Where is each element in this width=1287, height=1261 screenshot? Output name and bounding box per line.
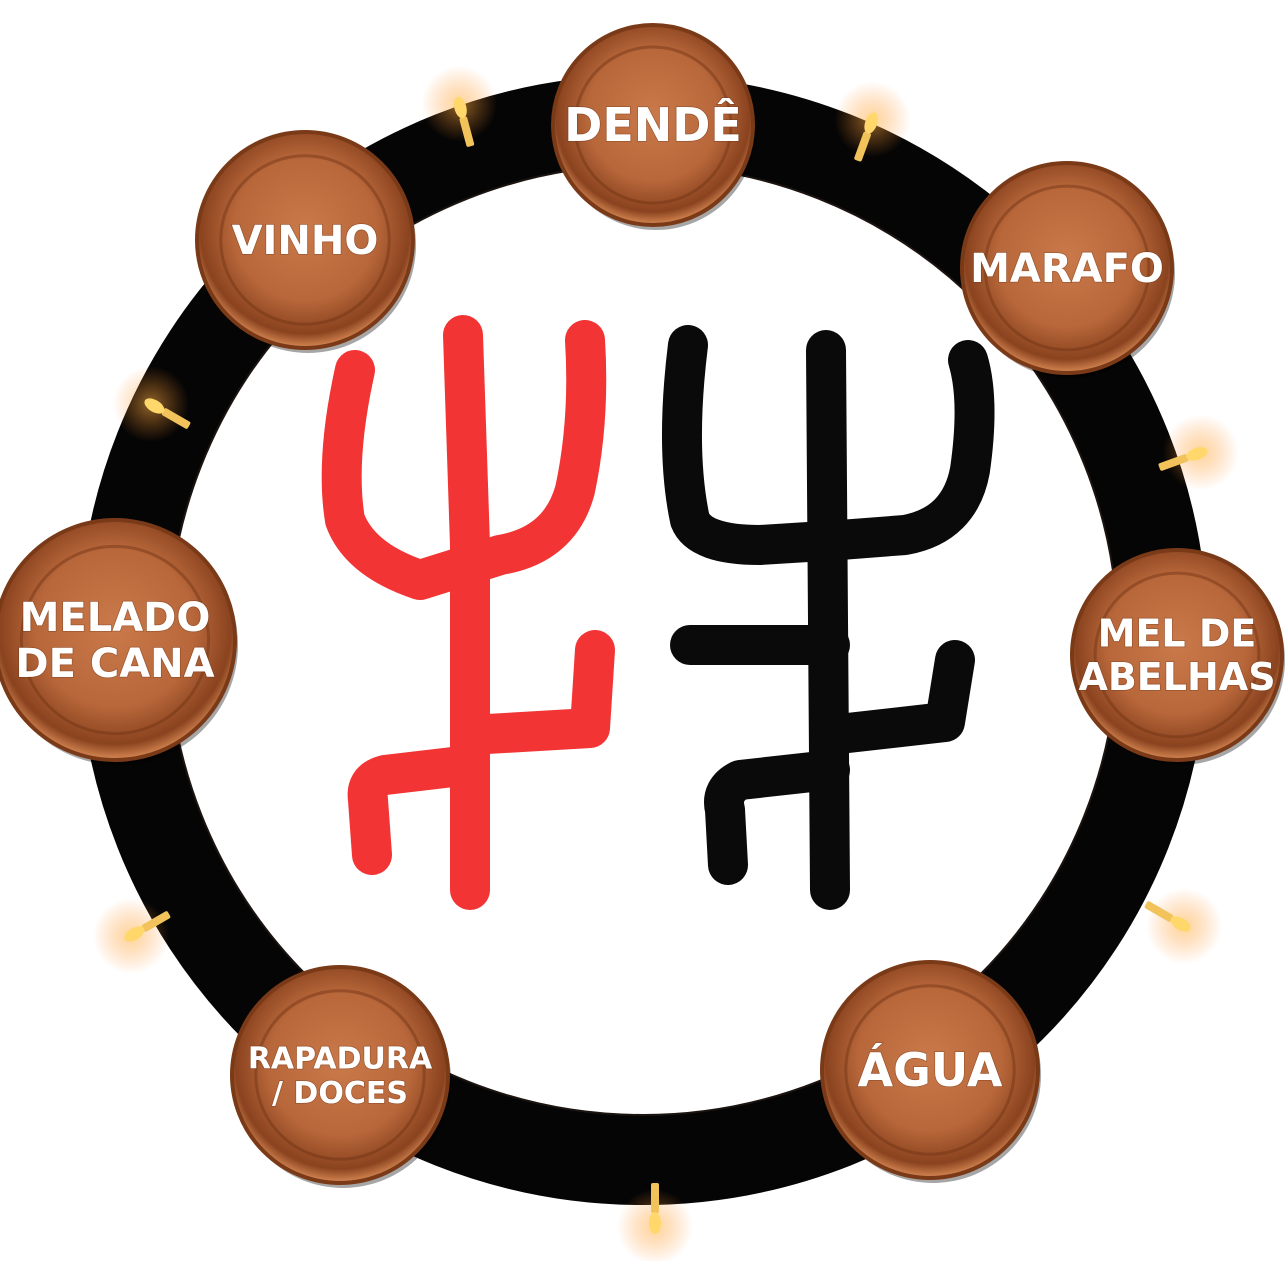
plate-label: / DOCES bbox=[272, 1076, 408, 1111]
plate-vinho: VINHO bbox=[197, 132, 416, 353]
plate-label: MARAFO bbox=[970, 246, 1164, 292]
plate-label: ÁGUA bbox=[858, 1043, 1003, 1097]
plate-rapadura-doces: RAPADURA/ DOCES bbox=[232, 967, 451, 1188]
plate-agua: ÁGUA bbox=[822, 962, 1041, 1183]
plate-label: DENDÊ bbox=[564, 98, 742, 152]
plate-label: ABELHAS bbox=[1078, 655, 1275, 699]
black-trident-symbol bbox=[682, 345, 975, 890]
plate-dende: DENDÊ bbox=[553, 25, 756, 230]
plate-label: RAPADURA bbox=[248, 1041, 433, 1076]
plate-marafo: MARAFO bbox=[962, 163, 1175, 378]
plate-label: MEL DE bbox=[1098, 611, 1257, 655]
plate-label: VINHO bbox=[232, 218, 379, 264]
candle-body bbox=[651, 1183, 659, 1213]
red-trident-symbol bbox=[342, 335, 595, 890]
candle-flame bbox=[649, 1212, 661, 1234]
plate-label: MELADO bbox=[20, 595, 211, 641]
plate-label: DE CANA bbox=[15, 641, 214, 687]
